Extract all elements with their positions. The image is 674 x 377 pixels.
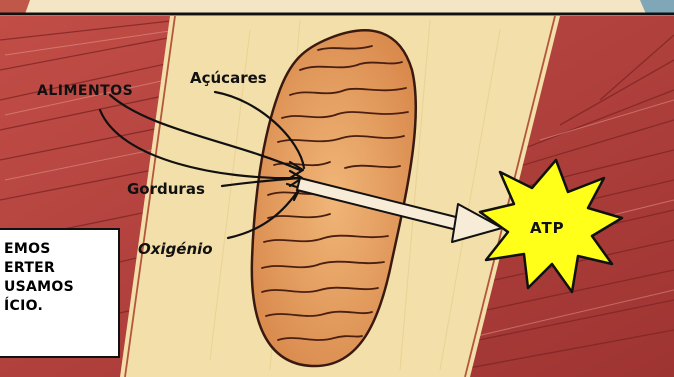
label-sugars: Açúcares [190,69,267,87]
caption-line: ERTER [4,259,114,278]
label-atp: ATP [530,219,565,237]
label-foods: ALIMENTOS [37,83,133,99]
caption-line: ÍCIO. [4,297,114,316]
caption-box: EMOS ERTER USAMOS ÍCIO. [0,228,120,358]
label-oxygen: Oxigénio [138,240,213,258]
caption-line: USAMOS [4,278,114,297]
label-fats: Gorduras [127,180,205,198]
upper-panel-edge [0,0,674,14]
caption-line: EMOS [4,240,114,259]
